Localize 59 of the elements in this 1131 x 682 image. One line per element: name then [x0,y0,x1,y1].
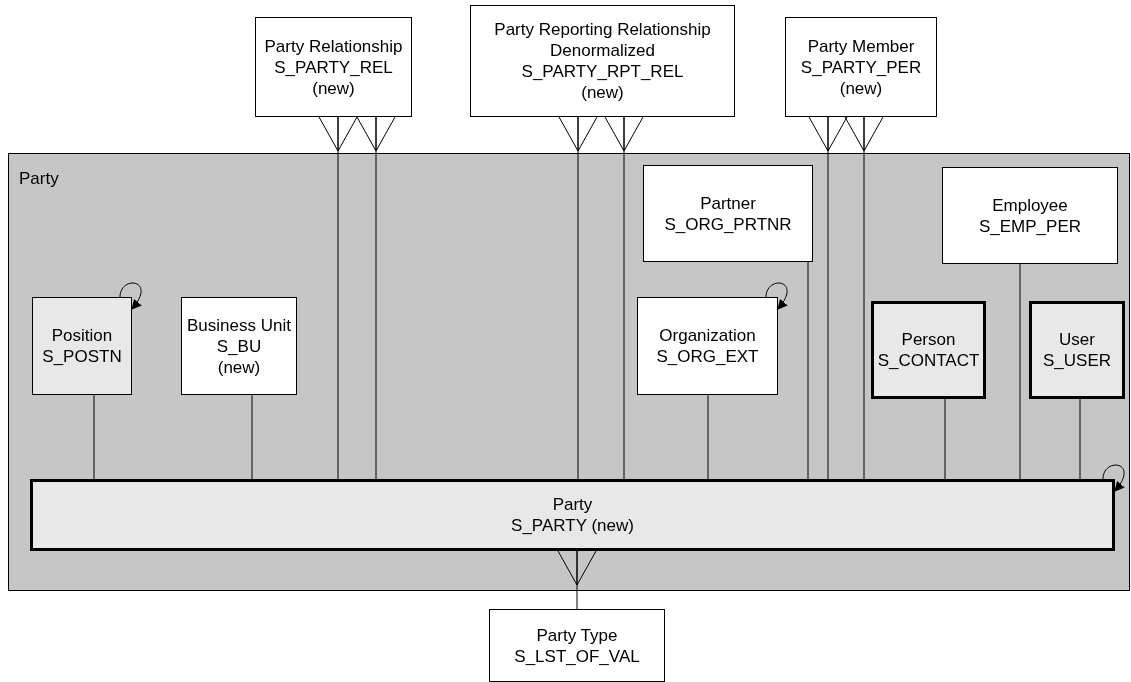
relationship-line [93,394,95,480]
entity-box [489,609,665,682]
relationship-line [844,116,884,480]
entity-name: Party Type [536,624,618,646]
relationship-line [807,261,809,480]
table-name: S_ORG_PRTNR [664,213,792,235]
entity-name: Party Relationship [264,35,403,57]
table-name: S_BU [216,335,262,357]
entity-box [643,165,813,262]
relationship-line [356,116,396,480]
entity-name: Party Reporting Relationship Denormalized [493,19,712,61]
entity-name: Party Member [807,35,915,57]
entity-box [1029,301,1125,399]
table-name: S_LST_OF_VAL [514,645,640,667]
entity-box [32,297,132,395]
entity-name: Partner [700,192,756,214]
relationship-line [944,398,946,480]
entity-name: Person [901,329,956,350]
entity-box [942,167,1118,264]
relationship-line [558,116,598,480]
table-name: S_EMP_PER [978,215,1081,237]
entity-box [871,301,986,399]
table-name: S_PARTY (new) [511,515,634,536]
entity-box [470,5,735,117]
relationship-line [808,116,848,480]
self-loop-arrow [119,282,142,310]
relationship-line [557,550,597,610]
status-note: (new) [839,77,883,99]
entity-name: Business Unit [187,314,291,336]
status-note: (new) [581,82,624,103]
entity-box [255,17,412,117]
status-note: (new) [217,356,261,378]
status-note: (new) [312,77,355,99]
group-panel [8,153,1130,591]
self-loop-arrow [1102,464,1125,492]
table-name: S_PARTY_REL [274,56,393,78]
entity-name: User [1059,329,1095,350]
entity-box [637,297,778,395]
entity-name: Position [51,325,113,346]
relationship-line [1019,263,1021,480]
entity-box [181,297,297,395]
table-name: S_CONTACT [877,350,980,371]
relationship-line [604,116,644,480]
table-name: S_PARTY_RPT_REL [521,61,684,82]
table-name: S_POSTN [42,346,122,367]
relationship-line [707,394,709,480]
group-title: Party [19,168,59,189]
relationship-line [1079,398,1081,480]
self-loop-arrow [765,282,788,310]
entity-box [30,479,1115,551]
entity-name: Organization [659,325,756,346]
entity-box [785,17,937,117]
entity-name: Party [552,494,593,515]
table-name: S_USER [1043,350,1111,371]
relationship-line [251,394,253,480]
table-name: S_ORG_EXT [656,346,759,367]
table-name: S_PARTY_PER [800,56,922,78]
entity-name: Employee [992,194,1068,216]
relationship-line [318,116,358,480]
